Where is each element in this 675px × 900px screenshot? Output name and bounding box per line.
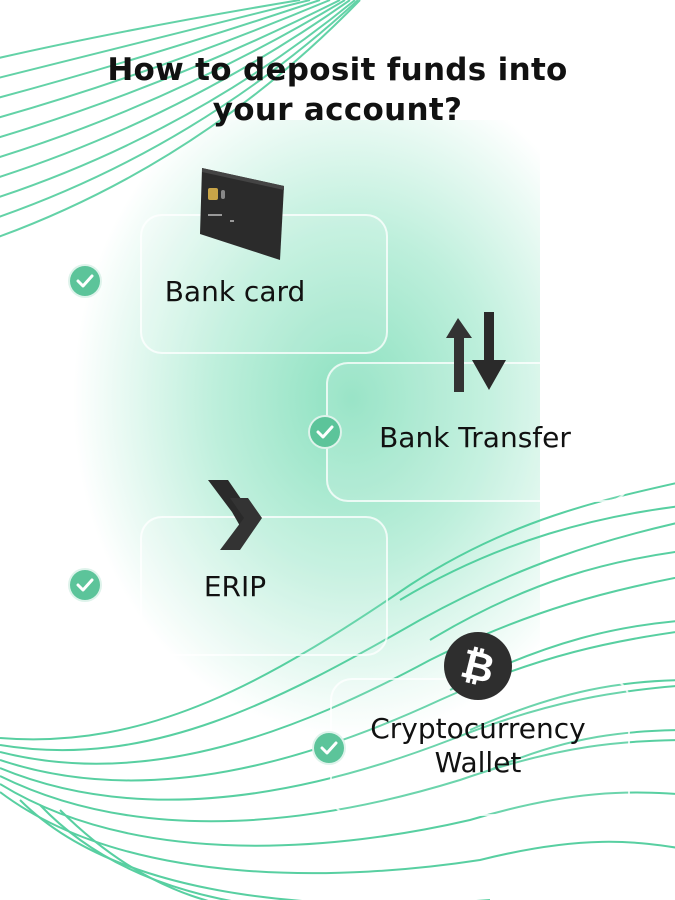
- method-label-bank-card: Bank card: [164, 275, 306, 308]
- method-card-erip[interactable]: [140, 516, 388, 656]
- method-card-crypto-wallet[interactable]: [330, 678, 630, 816]
- method-card-bank-transfer[interactable]: [326, 362, 630, 502]
- crypto-label-line-2: Wallet: [434, 746, 522, 779]
- method-label-bank-transfer: Bank Transfer: [379, 421, 571, 454]
- bitcoin-icon: ₿: [444, 632, 512, 700]
- title-line-2: your account?: [212, 92, 463, 128]
- title-line-1: How to deposit funds into: [107, 52, 568, 88]
- page-title: How to deposit funds into your account?: [0, 50, 675, 130]
- credit-card-icon: [200, 168, 284, 260]
- transfer-arrows-icon: [446, 312, 506, 392]
- double-chevron-icon: [208, 480, 262, 550]
- crypto-label-line-1: Cryptocurrency: [370, 712, 586, 745]
- method-label-erip: ERIP: [203, 570, 267, 603]
- check-icon: [68, 568, 102, 602]
- check-icon: [312, 731, 346, 765]
- check-icon: [308, 415, 342, 449]
- check-icon: [68, 264, 102, 298]
- method-label-crypto-wallet: Cryptocurrency Wallet: [350, 712, 606, 780]
